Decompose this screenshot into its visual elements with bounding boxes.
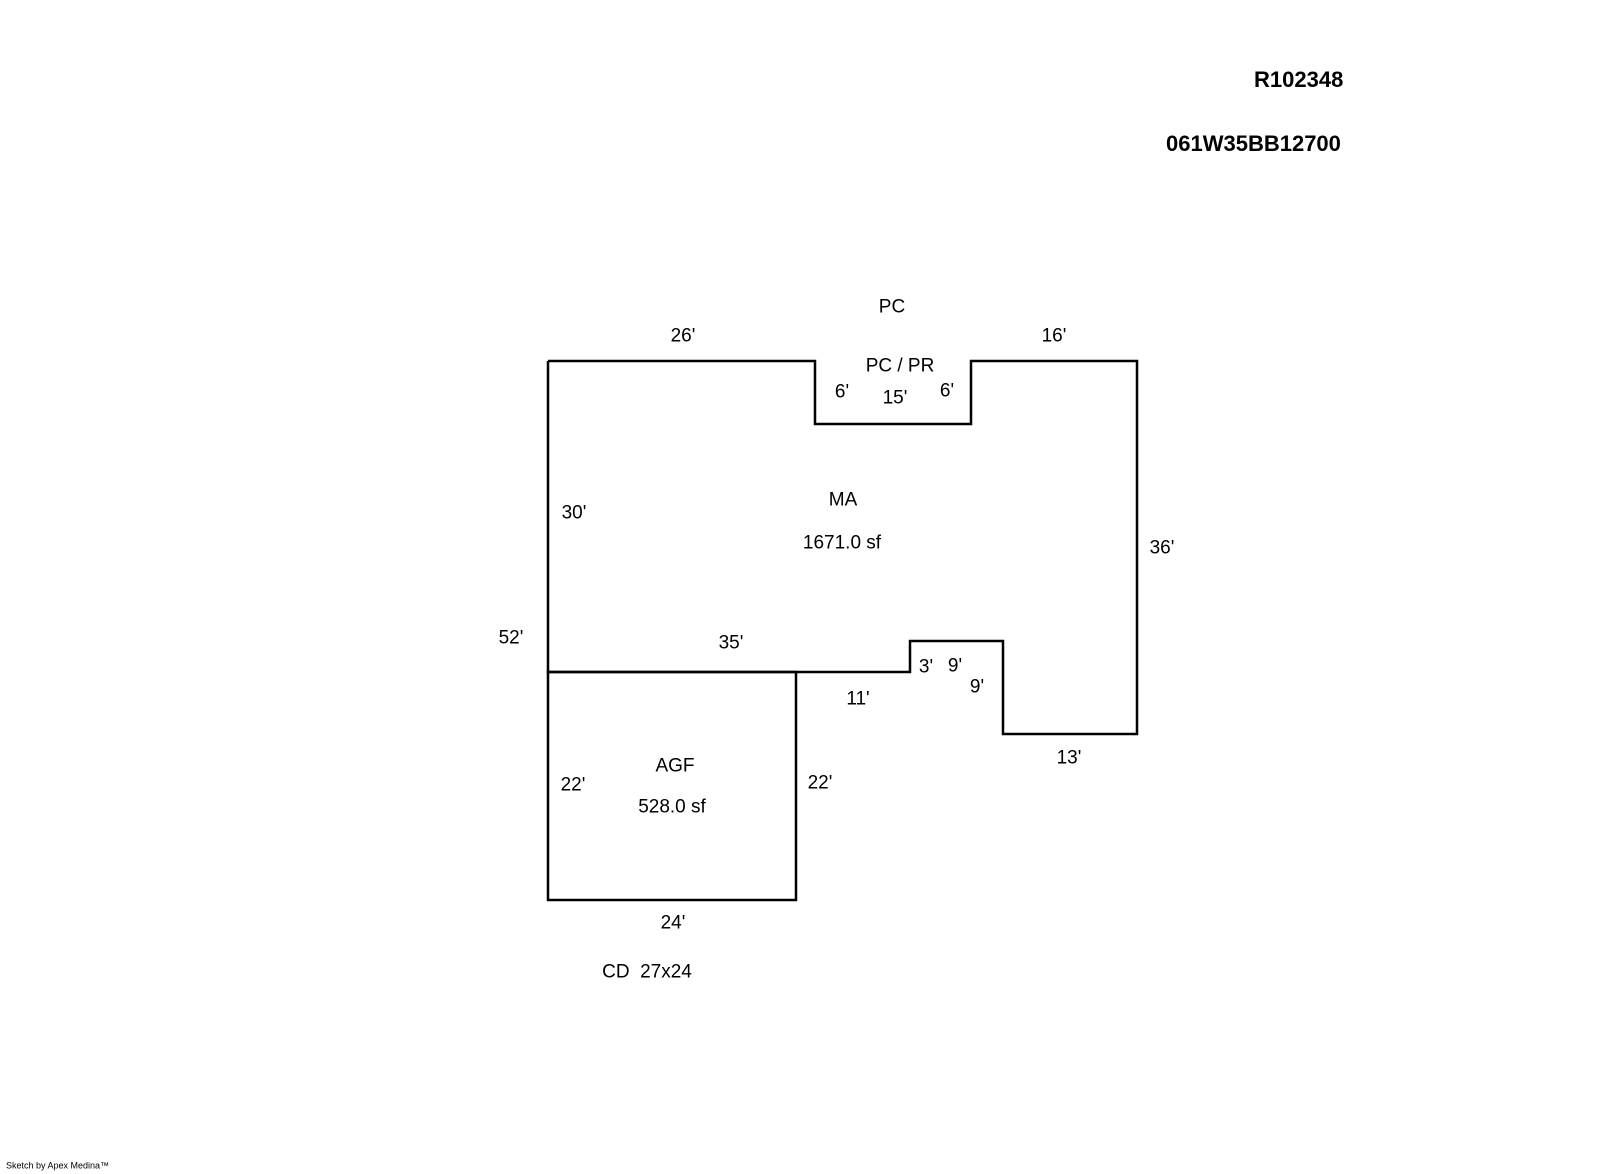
porch-covered-label: PC [878,296,906,318]
dimension-label: 30' [561,502,587,524]
dimension-label: 9' [947,655,963,677]
map-tax-lot-number: 061W35BB12700 [1166,131,1341,156]
main-area-size: 1671.0 sf [802,532,882,554]
dimension-label: 35' [718,632,744,654]
dimension-label: 22' [560,774,586,796]
account-number: R102348 [1254,67,1344,92]
dimension-label: 24' [660,912,686,934]
covered-deck-label: CD 27x24 [602,961,692,983]
dimension-label: 16' [1041,325,1067,347]
dimension-label: 9' [969,676,985,698]
dimension-label: 6' [834,381,850,403]
dimension-label: 13' [1056,747,1082,769]
main-area-outline [546,359,1139,736]
dimension-label: 11' [846,688,870,710]
garage-outline [546,670,798,902]
dimension-label: 6' [939,380,955,402]
garage-area-code: AGF [655,755,695,777]
dimension-label: 22' [807,772,833,794]
dimension-label: 26' [670,325,696,347]
porch-covered-pr-label: PC / PR [865,355,935,377]
sketch-credit: Sketch by Apex Medina™ [6,1160,110,1171]
dimension-label: 3' [918,656,934,678]
dimension-label: 36' [1149,537,1175,559]
dimension-label: 52' [498,627,524,649]
main-area-code: MA [828,489,858,511]
garage-area-size: 528.0 sf [638,796,706,818]
dimension-label: 15' [882,387,908,409]
